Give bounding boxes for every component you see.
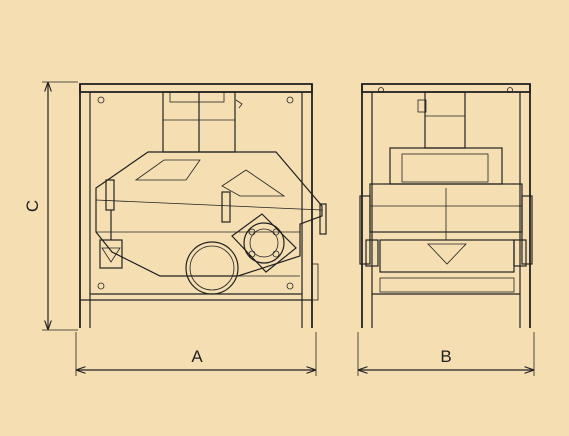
dimension-label-c: C: [23, 200, 42, 212]
side-springs: [359, 195, 533, 267]
side-view: [359, 83, 533, 328]
dimension-c: C: [23, 81, 78, 331]
front-frame: [79, 83, 313, 328]
front-outlet-pipe: [185, 241, 239, 295]
front-side-bracket: [311, 263, 319, 301]
front-sieve-body: [95, 151, 323, 277]
front-springs: [105, 179, 327, 235]
dimension-b: B: [357, 332, 535, 376]
side-frame: [361, 83, 531, 328]
side-sieve-body: [369, 147, 523, 293]
dimension-label-a: A: [191, 347, 203, 366]
front-feed-hopper: [99, 210, 123, 269]
dimension-a: A: [75, 332, 317, 376]
front-drive-assembly: [231, 213, 297, 273]
front-motor-housing: [162, 91, 243, 153]
front-view: [79, 83, 327, 328]
dimension-label-b: B: [440, 347, 451, 366]
side-motor-housing: [417, 91, 466, 149]
